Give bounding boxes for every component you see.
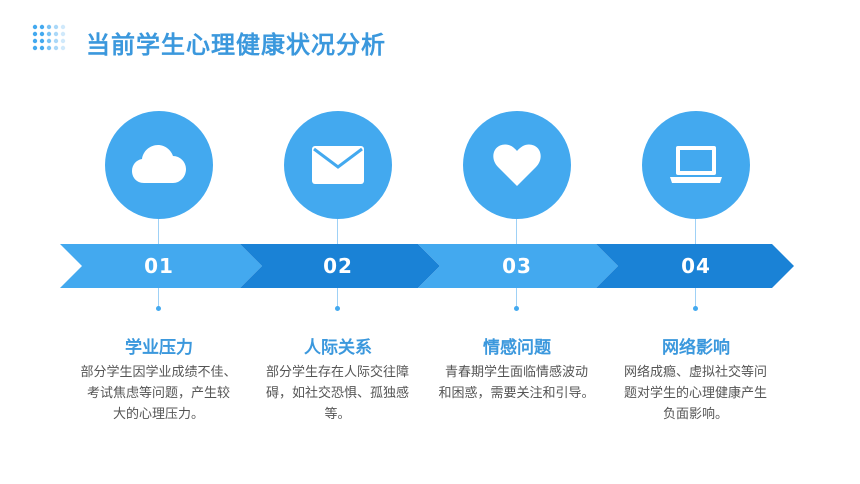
connector-dot-2 [335,306,340,311]
step-number-3: 03 [502,254,532,278]
circle-item-3 [463,111,571,219]
desc-line: 题对学生的心理健康产生 [623,386,767,401]
heart-icon [493,144,541,186]
desc-line: 碍，如社交恐惧、孤独感 [265,386,409,401]
item-description-2: 部分学生存在人际交往障 碍，如社交恐惧、孤独感 等。 [255,362,420,425]
arrow-segment-2 [240,244,440,288]
desc-line: 网络成瘾、虚拟社交等问 [623,365,767,380]
laptop-icon [670,146,722,183]
desc-line: 考试焦虑等问题，产生较 [86,386,230,401]
desc-line: 和困惑，需要关注和引导。 [438,386,595,401]
desc-line: 部分学生存在人际交往障 [265,365,409,380]
connector-dot-4 [693,306,698,311]
arrow-segment-3 [418,244,618,288]
connector-dot-1 [156,306,161,311]
envelope-icon [312,146,364,184]
item-heading-1: 学业压力 [125,338,193,358]
desc-line: 大的心理压力。 [112,407,204,422]
page-title: 当前学生心理健康状况分析 [86,31,386,59]
circle-item-4 [642,111,750,219]
item-heading-4: 网络影响 [662,338,730,358]
item-description-4: 网络成瘾、虚拟社交等问 题对学生的心理健康产生 负面影响。 [613,362,778,425]
circle-item-1 [105,111,213,219]
desc-line: 青春期学生面临情感波动 [444,365,588,380]
step-number-2: 02 [323,254,353,278]
dot-grid-decoration [32,24,66,51]
step-number-4: 04 [681,254,711,278]
arrow-segment-4 [596,244,794,288]
item-heading-3: 情感问题 [483,338,551,358]
cloud-icon [132,145,186,183]
circle-item-2 [284,111,392,219]
desc-line: 等。 [324,407,351,422]
arrow-segment-1 [60,244,262,288]
timeline-arrow-band [60,244,794,288]
connector-dot-3 [514,306,519,311]
item-description-3: 青春期学生面临情感波动 和困惑，需要关注和引导。 [434,362,599,404]
desc-line: 负面影响。 [662,407,728,422]
step-number-1: 01 [144,254,174,278]
item-description-1: 部分学生因学业成绩不佳、 考试焦虑等问题，产生较 大的心理压力。 [76,362,241,425]
desc-line: 部分学生因学业成绩不佳、 [80,365,237,380]
item-heading-2: 人际关系 [304,338,372,358]
